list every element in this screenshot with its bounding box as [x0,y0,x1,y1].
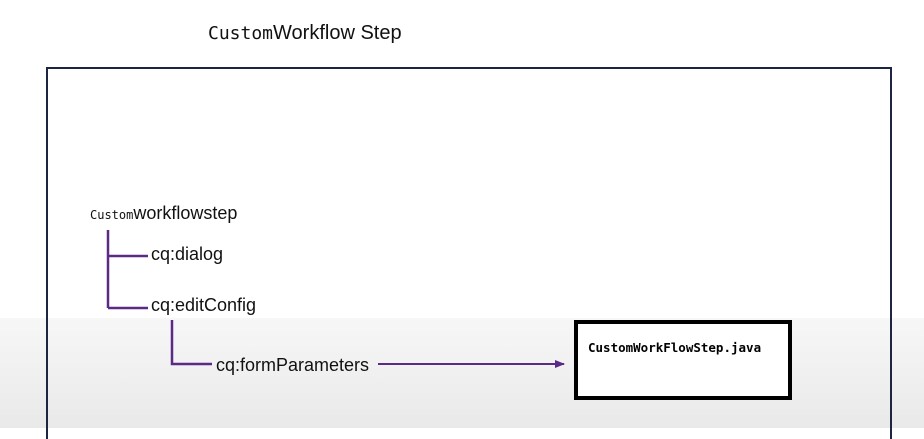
tree-node-formparameters: cq:formParameters [216,355,370,375]
tree-root-text: workflowstep [133,203,238,223]
title-prefix: Custom [208,23,274,44]
java-class-box: CustomWorkFlowStep.java [574,320,792,400]
java-class-label: CustomWorkFlowStep.java [588,340,762,355]
title-text: Workflow Step [273,22,402,44]
connector-root-children [106,230,148,310]
tree-root-prefix: Custom [90,208,134,222]
tree-node-editconfig: cq:editConfig [151,295,257,315]
tree-connectors [106,230,565,368]
connector-editconfig-formparameters [170,320,212,366]
diagram-frame [46,67,892,439]
tree-root: Customworkflowstep [90,203,237,224]
tree-node-dialog: cq:dialog [151,244,224,264]
slide-title: CustomWorkflow Step [208,22,402,45]
